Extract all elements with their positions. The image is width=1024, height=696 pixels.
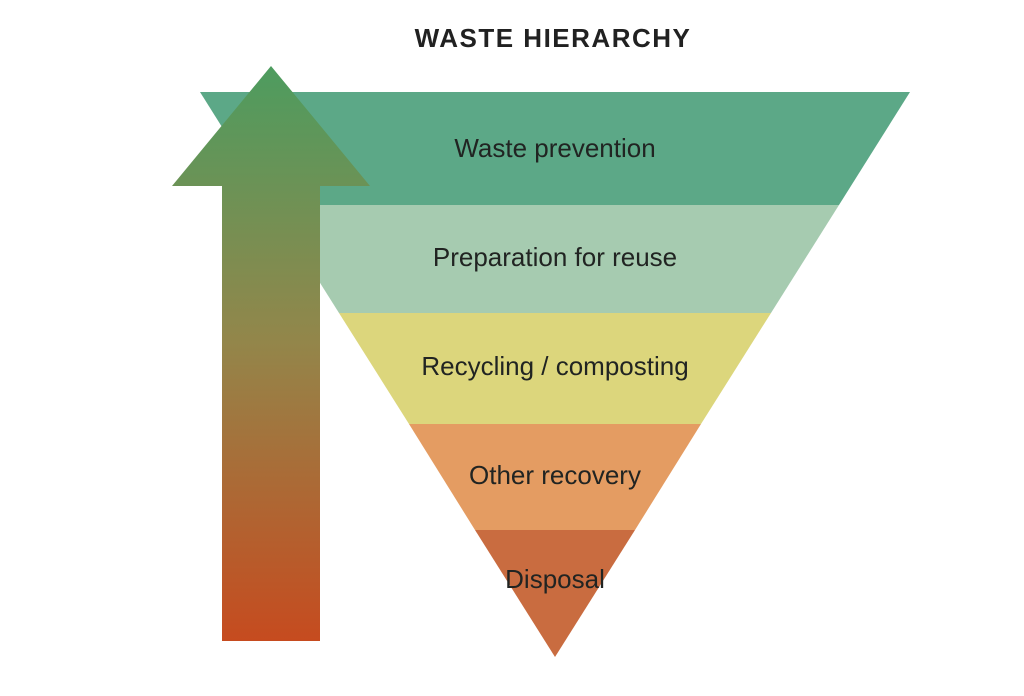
level-label-waste-prevention: Waste prevention xyxy=(454,133,655,163)
level-band-waste-prevention xyxy=(200,92,910,205)
level-band-disposal xyxy=(475,530,635,657)
level-label-other-recovery: Other recovery xyxy=(469,460,641,490)
level-band-recycling-composting xyxy=(339,313,771,424)
page-title: WASTE HIERARCHY xyxy=(415,23,692,53)
level-label-preparation-for-reuse: Preparation for reuse xyxy=(433,242,677,272)
inverted-pyramid: Waste prevention Preparation for reuse R… xyxy=(200,92,910,657)
level-band-preparation-for-reuse xyxy=(271,205,839,313)
level-label-recycling-composting: Recycling / composting xyxy=(421,351,688,381)
upward-arrow-icon xyxy=(172,66,370,641)
level-label-disposal: Disposal xyxy=(505,564,605,594)
level-band-other-recovery xyxy=(409,424,701,530)
